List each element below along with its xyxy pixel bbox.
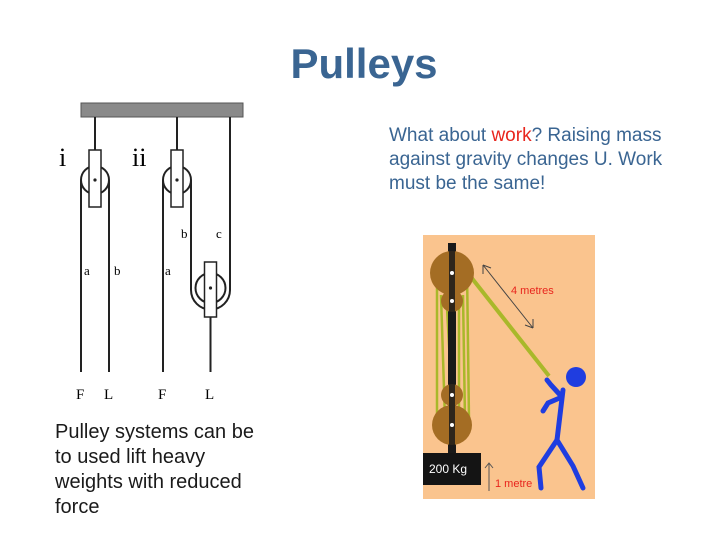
lift-arrow-head (484, 462, 494, 469)
bottom-label-l-i: L (104, 387, 113, 403)
ceiling-beam (80, 102, 244, 118)
weight-block (423, 453, 481, 485)
pulley-lifting-illustration: 200 Kg 4 metres 1 metre (423, 235, 595, 499)
rope-label-a-i: a (84, 263, 90, 278)
work-note-part1: What about (389, 125, 492, 146)
work-note: What about work? Raising mass against gr… (389, 124, 679, 196)
pulley-axle-i (93, 178, 97, 182)
pulley-axle-ii-upper (175, 178, 179, 182)
work-highlight: work (491, 125, 532, 146)
rope-label-c-ii: c (216, 226, 222, 241)
bottom-label-l-ii: L (205, 387, 214, 403)
rope-label-a-ii: a (165, 263, 171, 278)
pulley-caption: Pulley systems can be to used lift heavy… (55, 421, 254, 518)
mass-label: 200 Kg (429, 462, 467, 476)
distance-arrow-head-top (482, 264, 492, 274)
distance-label: 4 metres (511, 285, 554, 297)
pull-rope (465, 270, 551, 378)
lift-label: 1 metre (495, 478, 532, 490)
pulley-shaft-front (449, 243, 455, 469)
bottom-label-f-i: F (76, 387, 84, 403)
stick-person (536, 367, 586, 491)
distance-arrow-head-bottom (524, 319, 534, 329)
system-label-i: i (59, 143, 66, 172)
axle-top-small (450, 299, 454, 303)
pulley-axle-ii-lower (208, 286, 213, 290)
distance-arrow (482, 264, 534, 329)
axle-top (450, 271, 454, 275)
slide-title: Pulleys (290, 40, 438, 87)
rope-label-b-ii: b (181, 226, 188, 241)
system-label-ii: ii (132, 143, 146, 172)
rope-label-b-i: b (114, 263, 121, 278)
axle-bottom-small (450, 393, 454, 397)
axle-bottom (450, 423, 454, 427)
bottom-label-f-ii: F (158, 387, 166, 403)
work-note-part2: ? Raising mass against gravity changes U… (389, 125, 663, 194)
pulley-systems-diagram: i a b F L ii b a c F L (59, 102, 244, 403)
